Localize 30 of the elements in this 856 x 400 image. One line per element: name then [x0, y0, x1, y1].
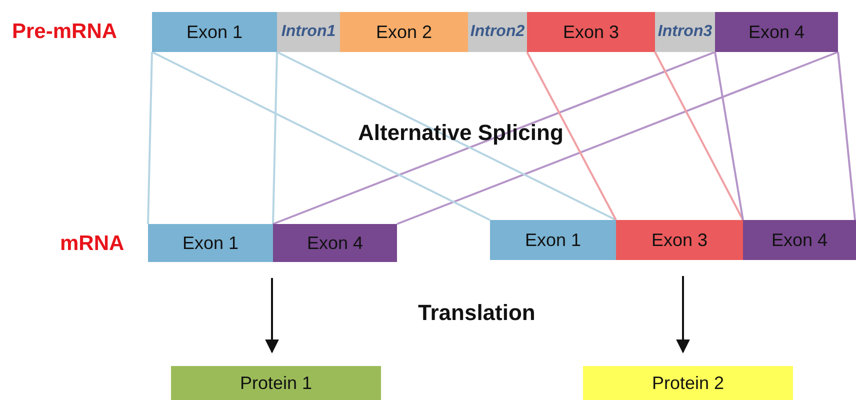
splice-line — [147, 52, 153, 224]
intron-segment: Intron3 — [655, 12, 715, 52]
splice-line — [152, 51, 490, 221]
splice-line — [526, 52, 617, 220]
process-label: Alternative Splicing — [358, 120, 564, 146]
intron-segment: Intron1 — [277, 12, 340, 52]
intron-segment: Intron2 — [468, 12, 527, 52]
row-label: Pre-mRNA — [12, 20, 118, 44]
protein-box: Protein 1 — [171, 366, 381, 400]
splice-line — [396, 51, 838, 225]
splice-line — [837, 52, 856, 220]
exon-segment: Exon 1 — [152, 12, 277, 52]
process-label: Translation — [418, 300, 536, 326]
exon-segment: Exon 4 — [715, 12, 838, 52]
splice-line — [654, 52, 744, 220]
exon-segment: Exon 3 — [616, 220, 743, 260]
exon-segment: Exon 2 — [340, 12, 468, 52]
exon-segment: Exon 3 — [527, 12, 655, 52]
splice-line — [714, 52, 744, 220]
exon-segment: Exon 1 — [148, 224, 273, 262]
splice-line — [272, 52, 278, 224]
splice-line — [276, 51, 616, 221]
exon-segment: Exon 4 — [273, 224, 397, 262]
exon-segment: Exon 4 — [743, 220, 856, 260]
row-label: mRNA — [60, 232, 124, 256]
arrow — [265, 278, 279, 354]
protein-box: Protein 2 — [583, 366, 793, 400]
arrow — [676, 276, 690, 354]
splice-line — [272, 51, 716, 225]
exon-segment: Exon 1 — [490, 220, 616, 260]
